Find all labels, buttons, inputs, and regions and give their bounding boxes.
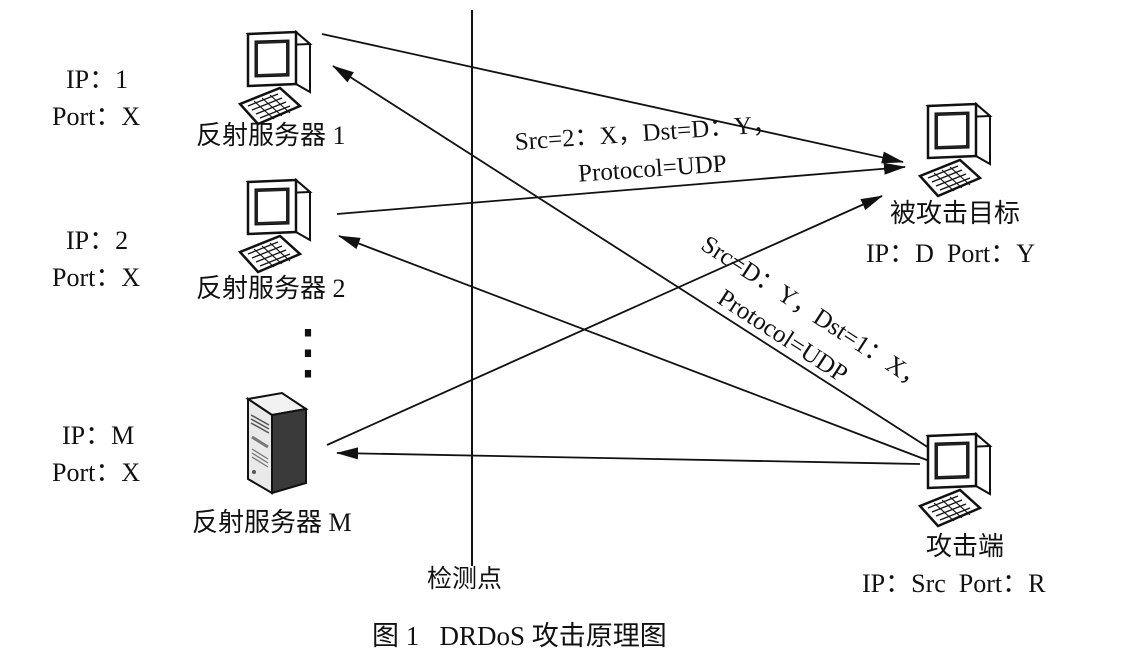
reply-packet-line1: Src=2：X，Dst=D：Y， (514, 111, 778, 156)
tower-server-icon (246, 391, 308, 495)
reflectorm-port: Port：X (52, 458, 140, 487)
reflector1-port: Port：X (52, 102, 140, 131)
arrow-reflector2-to-target (336, 162, 906, 215)
arrow-attacker-to-reflector1 (332, 65, 941, 456)
arrow-reflectorm-to-target (326, 195, 883, 446)
reflector1-name: 反射服务器 1 (196, 121, 346, 150)
attacker-name: 攻击端 (926, 532, 1004, 561)
desktop-computer-icon (918, 102, 992, 198)
reflectorm-name: 反射服务器 M (192, 508, 352, 537)
desktop-computer-icon (238, 178, 312, 274)
desktop-computer-icon (238, 30, 312, 126)
figure-caption: 图 1 DRDoS 攻击原理图 (372, 621, 667, 651)
reflector2-ip: IP：2 (66, 226, 128, 255)
desktop-computer-icon (918, 432, 992, 528)
target-address: IP：D Port：Y (866, 239, 1035, 268)
reflector2-port: Port：X (52, 263, 140, 292)
ellipsis: ⋮ (278, 319, 338, 385)
arrow-attacker-to-reflector2 (338, 235, 933, 463)
reflector2-name: 反射服务器 2 (196, 274, 346, 303)
attacker-address: IP：Src Port：R (862, 569, 1046, 598)
detection-point-label: 检测点 (427, 565, 502, 593)
target-name: 被攻击目标 (890, 199, 1020, 228)
reply-packet-line2: Protocol=UDP (577, 150, 727, 187)
arrow-reflector1-to-target (321, 33, 904, 164)
arrow-attacker-to-reflectorm (336, 447, 921, 465)
reflector1-ip: IP：1 (66, 65, 128, 94)
reflectorm-ip: IP：M (62, 421, 134, 450)
